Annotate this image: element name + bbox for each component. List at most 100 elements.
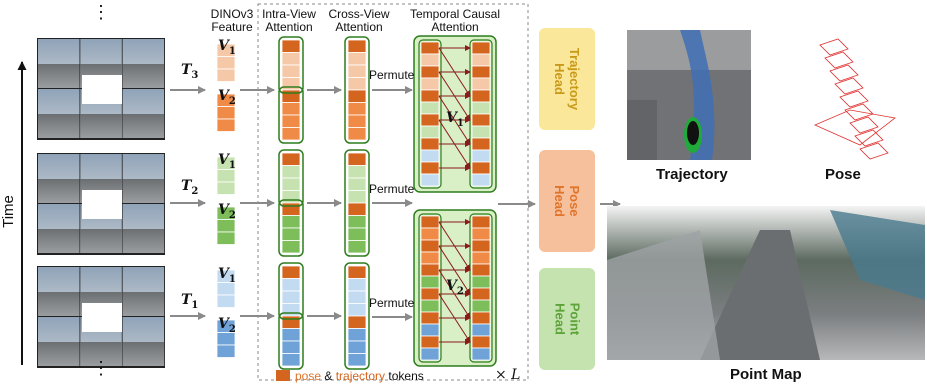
temporal-view1-label: V1 [446,110,464,129]
feature-cell [216,68,236,82]
token-cell [281,114,301,128]
token-cell [281,290,301,304]
token-cell [347,152,367,166]
temporal-inner-box [469,39,493,189]
intra-group-box [278,262,304,320]
token-cell [347,278,367,292]
camera-frustum [849,116,879,134]
pose-image [814,38,896,160]
temporal-cell [420,65,440,79]
temporal-cell [420,149,440,163]
temporal-cell [420,41,440,55]
token-cell [281,240,301,254]
token-cell [347,39,367,53]
temporal-cell [471,263,491,277]
temporal-cell [471,161,491,175]
temporal-cell [420,89,440,103]
trajectory-image [627,30,751,160]
temporal-cell [471,89,491,103]
temporal-cell [420,299,440,313]
camera-frame-1 [37,38,165,140]
token-cell [281,190,301,204]
cross-view-column [344,36,370,144]
token-cell [347,303,367,317]
token-cell [347,340,367,354]
temporal-cell [471,149,491,163]
temporal-cell [471,323,491,337]
camera-frustum [819,38,849,56]
temporal-cell [420,137,440,151]
token-cell [281,177,301,191]
view2-label-t2: V2 [218,202,236,221]
temporal-cell [471,113,491,127]
point-head: Point Head [539,268,595,370]
token-cell [281,227,301,241]
token-cell [347,202,367,216]
temporal-cell [420,263,440,277]
legend-trajectory: trajectory [335,369,386,383]
temporal-cell [420,287,440,301]
cross-view-column [344,149,370,257]
temporal-cell [420,323,440,337]
temporal-cell [471,173,491,187]
view1-label-t2: V1 [218,152,236,171]
repeat-label: × L [495,367,521,383]
token-cell [347,114,367,128]
token-cell [347,328,367,342]
temporal-cell [471,53,491,67]
token-cell [281,127,301,141]
temporal-cell [420,113,440,127]
token-cell [347,265,367,279]
token-cell [281,39,301,53]
token-cell [281,77,301,91]
time-label: Time [0,195,17,228]
temporal-cell [471,65,491,79]
cross-view-column [344,262,370,370]
token-cell [281,328,301,342]
temporal-cell [471,77,491,91]
token-cell [347,240,367,254]
token-cell [281,340,301,354]
intra-group-box [278,36,304,94]
temporal-cell [471,137,491,151]
feature-cell [216,219,236,233]
feature-cell [216,56,236,70]
temporal-cell [420,77,440,91]
legend-pose: pose [295,369,322,383]
token-cell [347,227,367,241]
token-cell [347,52,367,66]
token-cell [281,165,301,179]
intra-view-column [278,149,304,257]
token-cell [281,278,301,292]
temporal-cell [471,239,491,253]
intra-group-box [278,86,304,144]
temporal-cell [420,311,440,325]
token-cell [347,315,367,329]
token-cell [347,77,367,91]
token-cell [347,215,367,229]
temporal-cell [420,275,440,289]
point-map-output-label: Point Map [730,366,802,383]
legend: pose & trajectory tokens [276,369,424,383]
temporal-cell [420,173,440,187]
temporal-cell [471,299,491,313]
token-cell [281,202,301,216]
token-cell [347,64,367,78]
token-cell [347,290,367,304]
token-cell [281,315,301,329]
view2-label-t1: V2 [218,316,236,335]
temporal-cell [420,239,440,253]
attention-block-border [257,3,529,381]
pose-head: Pose Head [539,150,595,252]
time-t1: T1 [181,292,199,311]
camera-frustum [834,77,864,95]
camera-frames [37,38,165,368]
token-cell [347,89,367,103]
temporal-inner-box [469,213,493,363]
token-cell [281,89,301,103]
intra-group-box [278,149,304,207]
token-cell [281,52,301,66]
